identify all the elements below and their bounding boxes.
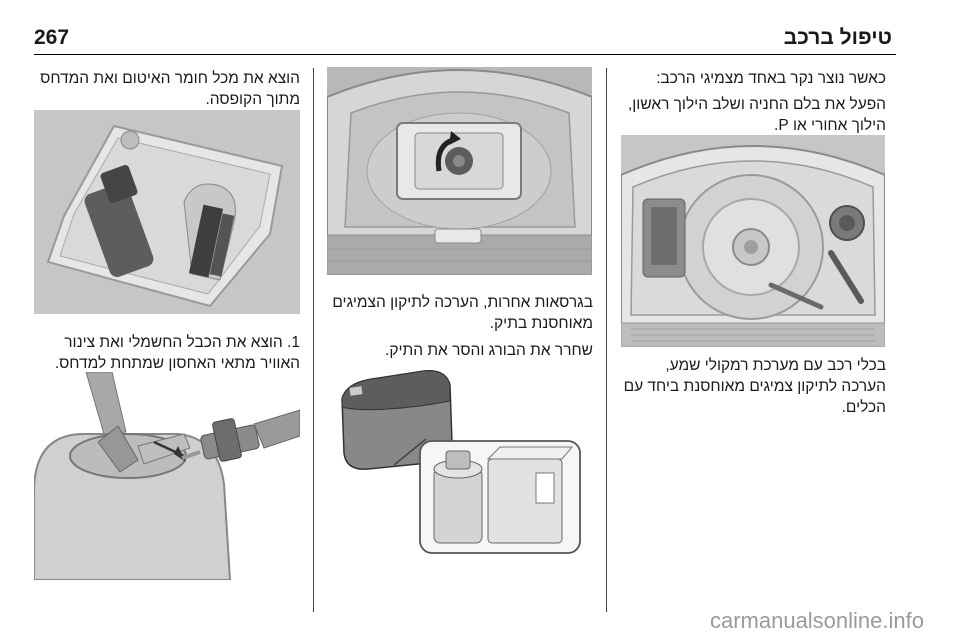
compressor-sealant-box-figure [34,110,300,314]
trunk-kit-bag-figure [327,67,592,275]
text-paragraph: בגרסאות אחרות, הערכה לתיקון הצמיגים מאוח… [332,294,593,332]
text-paragraph: הוצא את מכל חומר האיטום ואת המדחס מתוך ה… [40,70,300,108]
step-1-text: 1. הוצא את הכבל החשמלי ואת צינור האוויר … [54,334,300,372]
text-paragraph: שחרר את הבורג והסר את התיק. [385,342,593,359]
text-paragraph: הפעל את בלם החניה ושלב הילוך ראשון, הילו… [627,96,886,134]
tire-repair-kit-bag-figure [328,365,592,579]
watermark: carmanualsonline.info [709,608,924,633]
trunk-spare-wheel-figure [621,135,885,347]
page-number: 267 [34,26,70,49]
section-title: טיפול ברכב [783,26,892,49]
column-divider [606,68,607,612]
page-header: 267 טיפול ברכב [34,24,896,55]
column-divider [313,68,314,612]
text-paragraph: כאשר נוצר נקר באחד מצמיגי הרכב: [656,70,886,87]
compressor-hose-cable-figure [34,372,300,580]
text-paragraph: בכלי רכב עם מערכת רמקולי שמע, הערכה לתיק… [623,357,886,416]
